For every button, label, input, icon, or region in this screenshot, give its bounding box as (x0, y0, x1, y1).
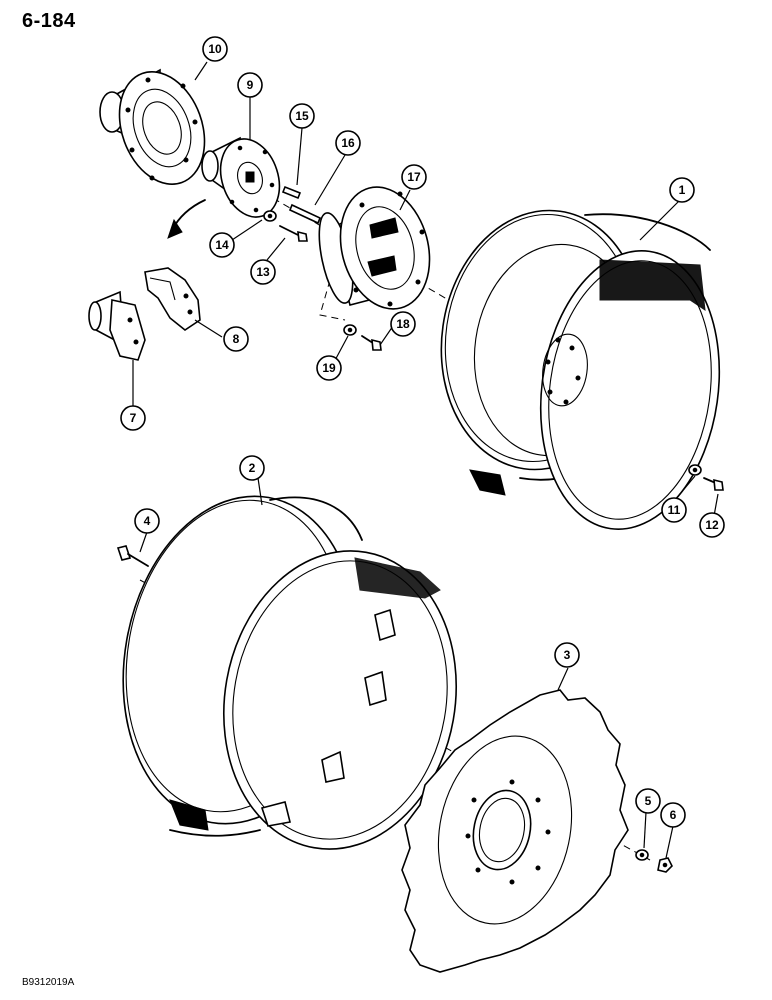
washer-part-14 (263, 210, 277, 222)
svg-text:6: 6 (670, 808, 677, 822)
svg-text:17: 17 (407, 170, 421, 184)
callout-16: 16 (335, 130, 361, 156)
svg-text:3: 3 (564, 648, 571, 662)
callout-10: 10 (202, 36, 228, 62)
callout-18: 18 (390, 311, 416, 337)
hub-part-10 (99, 68, 206, 185)
svg-text:15: 15 (295, 109, 309, 123)
callout-11: 11 (661, 497, 687, 523)
washer-part-19 (343, 324, 357, 336)
motion-arrowhead (167, 218, 183, 239)
center-hub-part-17 (318, 186, 431, 310)
svg-text:8: 8 (233, 332, 240, 346)
bracket-part-8 (144, 267, 201, 331)
bolt-part-13 (279, 225, 308, 242)
callout-5: 5 (635, 788, 661, 814)
callout-17: 17 (401, 164, 427, 190)
svg-text:18: 18 (396, 317, 410, 331)
disc-part-3 (401, 689, 629, 973)
svg-text:19: 19 (322, 361, 336, 375)
callout-15: 15 (289, 103, 315, 129)
callout-12: 12 (699, 512, 725, 538)
bolt-part-12 (703, 477, 724, 491)
bolt-part-18 (361, 335, 382, 351)
callout-2: 2 (239, 455, 265, 481)
svg-text:2: 2 (249, 461, 256, 475)
svg-text:1: 1 (679, 183, 686, 197)
svg-text:4: 4 (144, 514, 151, 528)
page-number: 6-184 (22, 10, 76, 32)
rim-part-2 (122, 495, 458, 850)
svg-text:13: 13 (256, 265, 270, 279)
hub-part-7 (88, 290, 146, 361)
callout-9: 9 (237, 72, 263, 98)
callout-6: 6 (660, 802, 686, 828)
pin-part-16 (288, 203, 322, 225)
svg-text:12: 12 (705, 518, 719, 532)
rim-part-1 (440, 209, 721, 530)
callout-19: 19 (316, 355, 342, 381)
svg-text:11: 11 (668, 503, 681, 517)
bolt-part-4 (116, 545, 149, 567)
callout-8: 8 (223, 326, 249, 352)
svg-text:5: 5 (645, 794, 652, 808)
svg-text:10: 10 (208, 42, 222, 56)
figure-code: B9312019A (22, 977, 75, 988)
svg-text:14: 14 (215, 238, 229, 252)
nut-part-6 (657, 857, 673, 873)
svg-text:16: 16 (341, 136, 355, 150)
adapter-part-9 (201, 136, 281, 218)
washer-part-11 (688, 464, 702, 476)
callout-1: 1 (669, 177, 695, 203)
svg-text:9: 9 (247, 78, 254, 92)
callout-3: 3 (554, 642, 580, 668)
callout-13: 13 (250, 259, 276, 285)
callout-4: 4 (134, 508, 160, 534)
svg-text:7: 7 (130, 411, 137, 425)
callout-7: 7 (120, 405, 146, 431)
callout-14: 14 (209, 232, 235, 258)
washer-part-5 (635, 849, 649, 861)
key-part-15 (281, 185, 302, 200)
